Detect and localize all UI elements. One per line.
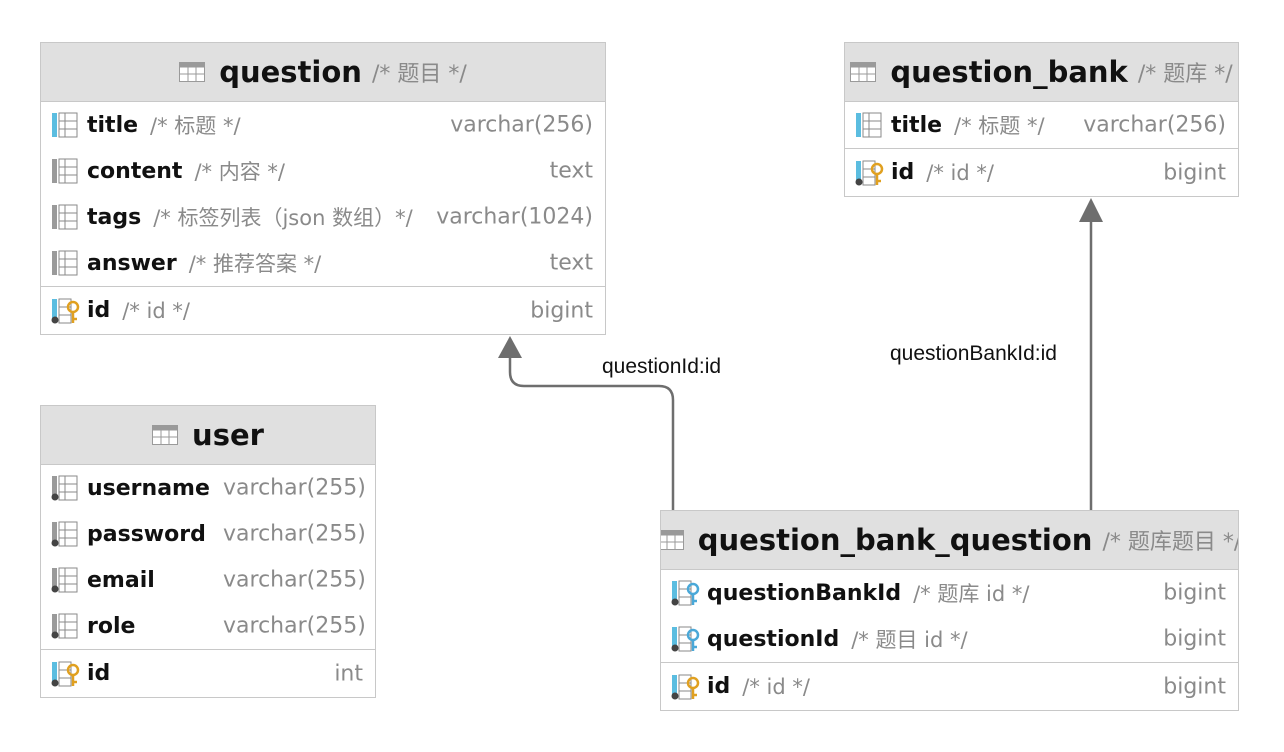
table-header[interactable]: user (41, 406, 375, 465)
column-name: id (87, 661, 111, 686)
column-name: questionId (707, 626, 840, 652)
column-name: id (891, 160, 915, 185)
column-comment: /* 推荐答案 */ (188, 252, 322, 276)
column-name: password (87, 521, 206, 547)
primary-key-column-icon (855, 160, 884, 185)
foreign-key-column-icon (671, 626, 700, 652)
primary-key-column-icon (51, 298, 80, 323)
arrowhead-question-bank (1079, 198, 1103, 222)
column-row[interactable]: password varchar(255) (41, 511, 375, 557)
column-comment: /* id */ (926, 160, 994, 185)
column-icon (51, 521, 78, 547)
column-comment: /* 题库 id */ (913, 582, 1030, 606)
column-icon (52, 250, 78, 276)
column-name: username (87, 475, 210, 501)
column-type: varchar(1024) (434, 204, 593, 230)
column-icon (51, 475, 78, 501)
column-comment: /* id */ (742, 674, 810, 699)
relation-label-questionId: questionId:id (602, 355, 722, 378)
column-icon (856, 112, 882, 138)
column-name: id (87, 298, 111, 323)
column-icon (52, 112, 78, 138)
column-type: bigint (1161, 160, 1226, 185)
column-name: questionBankId (707, 580, 902, 606)
table-header[interactable]: question_bank /* 题库 */ (845, 43, 1238, 102)
column-name: content (87, 158, 183, 184)
primary-key-row[interactable]: id /* id */ bigint (845, 148, 1238, 196)
table-question[interactable]: question /* 题目 */ title /* 标题 */ varchar… (40, 42, 606, 335)
column-name: title (87, 112, 139, 138)
table-grid-icon (152, 425, 179, 445)
table-grid-icon (661, 530, 684, 550)
column-row[interactable]: email varchar(255) (41, 557, 375, 603)
column-row[interactable]: answer /* 推荐答案 */ text (41, 240, 605, 286)
table-header[interactable]: question_bank_question /* 题库题目 */ (661, 511, 1238, 570)
column-type: varchar(256) (1081, 112, 1226, 138)
table-question-bank-question[interactable]: question_bank_question /* 题库题目 */ questi… (660, 510, 1239, 711)
table-comment: /* 题库题目 */ (1102, 530, 1238, 555)
table-name: question_bank_question (697, 523, 1093, 557)
table-grid-icon (850, 62, 877, 82)
column-comment: /* 标题 */ (150, 114, 241, 138)
table-name: question (219, 55, 362, 89)
foreign-key-column-icon (671, 580, 700, 606)
column-type: varchar(255) (221, 613, 366, 639)
column-row[interactable]: questionBankId /* 题库 id */ bigint (661, 570, 1238, 616)
column-row[interactable]: title /* 标题 */ varchar(256) (41, 102, 605, 148)
table-user[interactable]: user username varchar(255) password varc… (40, 405, 376, 698)
column-row[interactable]: role varchar(255) (41, 603, 375, 649)
column-name: role (87, 613, 136, 639)
column-type: varchar(255) (221, 475, 366, 501)
column-type: text (547, 250, 593, 276)
column-name: answer (87, 250, 177, 276)
table-question-bank[interactable]: question_bank /* 题库 */ title /* 标题 */ va… (844, 42, 1239, 197)
table-header[interactable]: question /* 题目 */ (41, 43, 605, 102)
primary-key-row[interactable]: id int (41, 649, 375, 697)
column-icon (51, 567, 78, 593)
column-row[interactable]: title /* 标题 */ varchar(256) (845, 102, 1238, 148)
column-type: bigint (1161, 580, 1226, 606)
table-name: user (192, 418, 264, 452)
column-comment: /* 题目 id */ (851, 628, 968, 652)
primary-key-column-icon (51, 661, 80, 686)
relation-label-questionBankId: questionBankId:id (890, 342, 1057, 365)
column-name: id (707, 674, 731, 699)
column-type: varchar(256) (448, 112, 593, 138)
column-type: bigint (1161, 674, 1226, 699)
column-type: bigint (1161, 626, 1226, 652)
edge-questionId (508, 356, 675, 510)
column-type: bigint (528, 298, 593, 323)
column-icon (51, 613, 78, 639)
column-name: tags (87, 204, 142, 230)
column-name: email (87, 567, 155, 593)
column-type: varchar(255) (221, 521, 366, 547)
column-name: title (891, 112, 943, 138)
column-comment: /* 标题 */ (954, 114, 1045, 138)
table-grid-icon (179, 62, 206, 82)
table-name: question_bank (890, 55, 1128, 89)
primary-key-row[interactable]: id /* id */ bigint (41, 286, 605, 334)
column-type: varchar(255) (221, 567, 366, 593)
table-comment: /* 题库 */ (1137, 62, 1233, 87)
primary-key-row[interactable]: id /* id */ bigint (661, 662, 1238, 710)
column-icon (52, 204, 78, 230)
column-row[interactable]: questionId /* 题目 id */ bigint (661, 616, 1238, 662)
column-row[interactable]: username varchar(255) (41, 465, 375, 511)
table-comment: /* 题目 */ (371, 62, 467, 87)
primary-key-column-icon (671, 674, 700, 699)
column-row[interactable]: content /* 内容 */ text (41, 148, 605, 194)
column-icon (52, 158, 78, 184)
column-row[interactable]: tags /* 标签列表（json 数组）*/ varchar(1024) (41, 194, 605, 240)
column-comment: /* id */ (122, 298, 190, 323)
column-comment: /* 标签列表（json 数组）*/ (153, 206, 413, 230)
column-comment: /* 内容 */ (194, 160, 285, 184)
column-type: int (332, 661, 363, 686)
column-type: text (547, 158, 593, 184)
arrowhead-question (498, 336, 522, 358)
